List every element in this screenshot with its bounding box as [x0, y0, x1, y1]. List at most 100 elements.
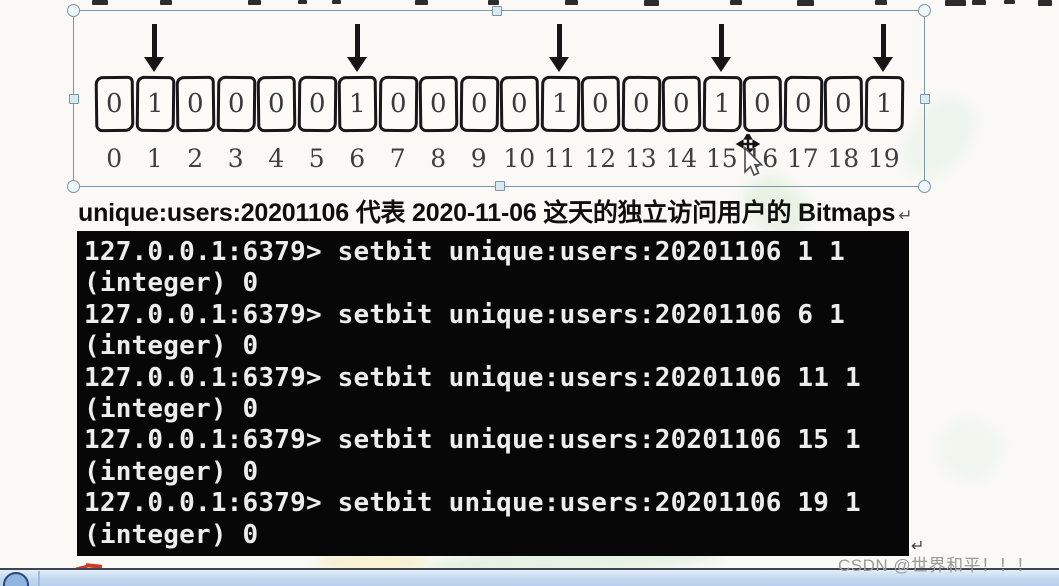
paragraph-mark: ↵ [911, 538, 925, 555]
bit-value: 0 [794, 88, 812, 120]
bit-index-label: 15 [705, 144, 738, 173]
taskbar-top-edge [0, 568, 1059, 570]
bit-index-label: 19 [867, 144, 900, 173]
bitmap-cell-5: 0 [297, 75, 337, 133]
terminal-line: 127.0.0.1:6379> setbit unique:users:2020… [84, 362, 861, 393]
bitmap-cell-1: 1 [135, 75, 175, 133]
bit-value: 0 [267, 88, 285, 120]
down-arrow-icon [719, 24, 725, 58]
bit-index-label: 6 [349, 144, 366, 173]
bit-value: 1 [146, 88, 164, 120]
bit-index-label: 12 [584, 144, 617, 173]
bitmap-cell-17: 0 [783, 75, 823, 133]
bit-value: 0 [632, 88, 650, 120]
bit-value: 1 [551, 88, 569, 120]
cropped-glyph [797, 0, 814, 6]
cropped-glyph [332, 0, 341, 4]
bitmap-cell-9: 0 [459, 75, 499, 133]
down-arrow-head-icon [346, 57, 367, 72]
terminal-line: (integer) 0 [84, 394, 259, 425]
cropped-glyph [298, 0, 307, 4]
down-arrow-icon [152, 24, 158, 58]
bitmap-cell-11: 1 [540, 75, 580, 133]
cropped-glyph [644, 0, 659, 6]
bit-value: 0 [470, 88, 488, 120]
bit-value: 0 [753, 88, 771, 120]
selection-handle-bottom-left[interactable] [67, 180, 80, 193]
selected-image-frame[interactable] [67, 4, 931, 193]
down-arrow-head-icon [711, 57, 732, 72]
bit-index-label: 1 [146, 144, 163, 173]
bitmap-cell-12: 0 [580, 75, 620, 133]
cropped-glyph [160, 0, 172, 5]
terminal-line: (integer) 0 [84, 331, 259, 362]
bitmap-cell-15: 1 [702, 75, 742, 133]
selection-handle-top-right[interactable] [918, 4, 931, 17]
selection-handle-bottom-center[interactable] [495, 181, 505, 191]
selection-handle-bottom-right[interactable] [918, 180, 931, 193]
bit-value: 0 [227, 88, 245, 120]
bitmap-cell-13: 0 [621, 75, 661, 133]
bit-index-label: 8 [430, 144, 447, 173]
selection-handle-top-left[interactable] [67, 4, 80, 17]
cropped-glyph [92, 0, 108, 5]
bitmap-cell-3: 0 [216, 75, 256, 133]
background-blob [929, 409, 1011, 491]
bitmap-cell-8: 0 [418, 75, 458, 133]
bit-index-label: 7 [389, 144, 406, 173]
taskbar-app-icon[interactable] [3, 572, 29, 586]
bit-value: 1 [348, 88, 366, 120]
bitmap-cell-10: 0 [499, 75, 539, 133]
bit-value: 0 [186, 88, 204, 120]
bit-index-label: 5 [308, 144, 325, 173]
cropped-glyph [565, 0, 578, 5]
cropped-glyph [945, 0, 966, 6]
bitmap-cell-4: 0 [256, 75, 296, 133]
bit-value: 1 [713, 88, 731, 120]
bitmap-cell-0: 0 [94, 75, 134, 133]
taskbar-surface[interactable] [0, 570, 1059, 586]
csdn-watermark: CSDN @世界和平！！！ [838, 556, 1034, 575]
bit-index-label: 14 [665, 144, 698, 173]
terminal-line: 127.0.0.1:6379> setbit unique:users:2020… [84, 299, 845, 330]
down-arrow-icon [881, 24, 887, 58]
taskbar[interactable] [0, 568, 1059, 586]
taskbar-divider [38, 571, 40, 586]
bit-value: 0 [591, 88, 609, 120]
bit-index-label: 0 [106, 144, 123, 173]
terminal-line: 127.0.0.1:6379> setbit unique:users:2020… [84, 237, 845, 267]
bit-value: 0 [308, 88, 326, 120]
bitmap-cell-6: 1 [337, 75, 377, 133]
bitmap-cell-14: 0 [661, 75, 701, 133]
terminal-line: (integer) 0 [84, 456, 259, 487]
selection-handle-top-center[interactable] [492, 6, 502, 16]
selection-handle-middle-left[interactable] [69, 94, 79, 104]
bitmap-cell-7: 0 [378, 75, 418, 133]
bit-index-label: 9 [470, 144, 487, 173]
down-arrow-head-icon [549, 57, 570, 72]
cropped-glyph [488, 0, 499, 5]
down-arrow-head-icon [873, 57, 894, 72]
bit-index-label: 11 [543, 144, 576, 173]
down-arrow-icon [557, 24, 563, 58]
cropped-glyph [248, 0, 261, 5]
bit-index-label: 10 [503, 144, 536, 173]
terminal-line: 127.0.0.1:6379> setbit unique:users:2020… [84, 425, 861, 456]
bit-index-label: 4 [268, 144, 285, 173]
bitmap-cell-18: 0 [823, 75, 863, 133]
bit-value: 0 [672, 88, 690, 120]
bit-value: 0 [510, 88, 528, 120]
bit-value: 0 [834, 88, 852, 120]
bit-value: 0 [429, 88, 447, 120]
caption-text: unique:users:20201106 代表 2020-11-06 这天的独… [78, 193, 913, 229]
terminal-line: 127.0.0.1:6379> setbit unique:users:2020… [84, 488, 861, 519]
bit-index-label: 13 [624, 144, 657, 173]
cropped-glyph [1038, 0, 1052, 6]
selection-handle-middle-right[interactable] [920, 94, 930, 104]
bit-index-label: 17 [786, 144, 819, 173]
terminal-line: (integer) 0 [84, 519, 259, 550]
bit-index-label: 18 [827, 144, 860, 173]
